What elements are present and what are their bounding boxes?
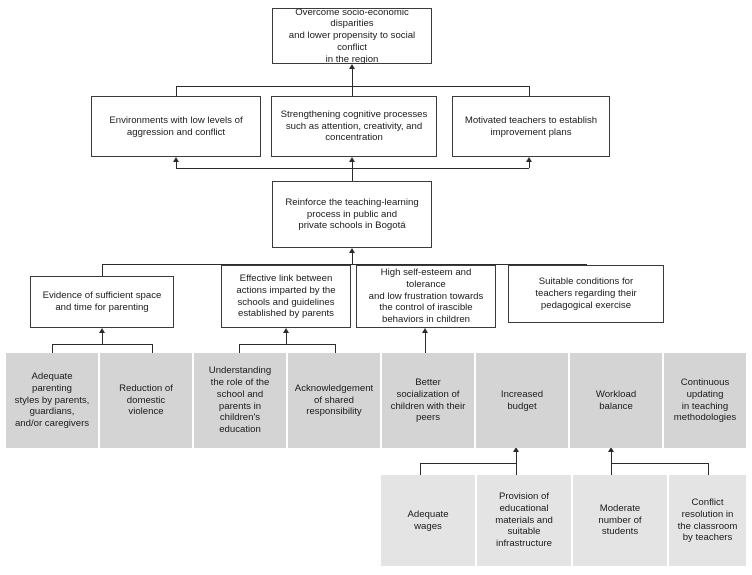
connector-sub4-drop [708, 463, 709, 475]
connector-comp2-stem [286, 332, 287, 344]
connector-comp1-bus [52, 344, 153, 345]
activity-box-2[interactable]: Reduction of domestic violence [100, 353, 192, 448]
activity-box-7[interactable]: Workload balance [570, 353, 662, 448]
arrow-to-goal [348, 64, 355, 69]
connector-sub2-drop [516, 463, 517, 475]
outcome-box-2[interactable]: Strengthening cognitive processes such a… [271, 96, 437, 157]
arrow-to-outcome-3 [525, 157, 532, 162]
arrow-to-purpose [348, 248, 355, 253]
activity-box-4[interactable]: Acknowledgement of shared responsibility [288, 353, 380, 448]
arrow-to-increased-budget [512, 447, 519, 452]
connector-purpose-up-1 [176, 162, 177, 168]
connector-comp2-bus [239, 344, 335, 345]
component-box-3[interactable]: High self-esteem and tolerance and low f… [356, 265, 496, 328]
connector-act4-drop [335, 344, 336, 354]
sub-activity-box-3[interactable]: Moderate number of students [573, 475, 667, 566]
outcome-box-1[interactable]: Environments with low levels of aggressi… [91, 96, 261, 157]
connector-purpose-up-3 [529, 162, 530, 168]
connector-purpose-stem [352, 168, 353, 181]
arrow-to-component-2 [282, 328, 289, 333]
connector-sub-left-stem [516, 451, 517, 463]
arrow-to-workload-balance [607, 447, 614, 452]
connector-comp3-stem [425, 332, 426, 354]
connector-component-1-drop [102, 264, 103, 276]
connector-sub-bus-left [420, 463, 516, 464]
sub-activity-box-2[interactable]: Provision of educational materials and s… [477, 475, 571, 566]
sub-activity-box-1[interactable]: Adequate wages [381, 475, 475, 566]
arrow-to-component-3 [421, 328, 428, 333]
arrow-to-outcome-1 [172, 157, 179, 162]
activity-box-8[interactable]: Continuous updating in teaching methodol… [664, 353, 746, 448]
connector-sub3-drop [611, 463, 612, 475]
connector-goal-stem [352, 68, 353, 86]
connector-sub1-drop [420, 463, 421, 475]
connector-purpose-up-2 [352, 162, 353, 168]
purpose-box[interactable]: Reinforce the teaching-learning process … [272, 181, 432, 248]
connector-act2-drop [152, 344, 153, 354]
goal-box[interactable]: Overcome socio-economic disparities and … [272, 7, 432, 65]
activity-box-6[interactable]: Increased budget [476, 353, 568, 448]
connector-sub-right-stem [611, 451, 612, 463]
connector-outcome-3-drop [529, 86, 530, 96]
connector-components-bus [102, 264, 586, 265]
connector-comp1-stem [102, 332, 103, 344]
activity-box-3[interactable]: Understanding the role of the school and… [194, 353, 286, 448]
sub-activity-box-4[interactable]: Conflict resolution in the classroom by … [669, 475, 746, 566]
connector-act1-drop [52, 344, 53, 354]
component-box-4[interactable]: Suitable conditions for teachers regardi… [508, 265, 664, 323]
component-box-2[interactable]: Effective link between actions imparted … [221, 265, 351, 328]
connector-act3-drop [239, 344, 240, 354]
connector-outcome-2-drop [352, 86, 353, 96]
activity-box-1[interactable]: Adequate parenting styles by parents, gu… [6, 353, 98, 448]
connector-sub-bus-right [611, 463, 708, 464]
arrow-to-outcome-2 [348, 157, 355, 162]
component-box-1[interactable]: Evidence of sufficient space and time fo… [30, 276, 174, 328]
connector-outcome-1-drop [176, 86, 177, 96]
connector-purpose-bottom-stem [352, 252, 353, 264]
arrow-to-component-1 [98, 328, 105, 333]
activity-box-5[interactable]: Better socialization of children with th… [382, 353, 474, 448]
outcome-box-3[interactable]: Motivated teachers to establish improvem… [452, 96, 610, 157]
